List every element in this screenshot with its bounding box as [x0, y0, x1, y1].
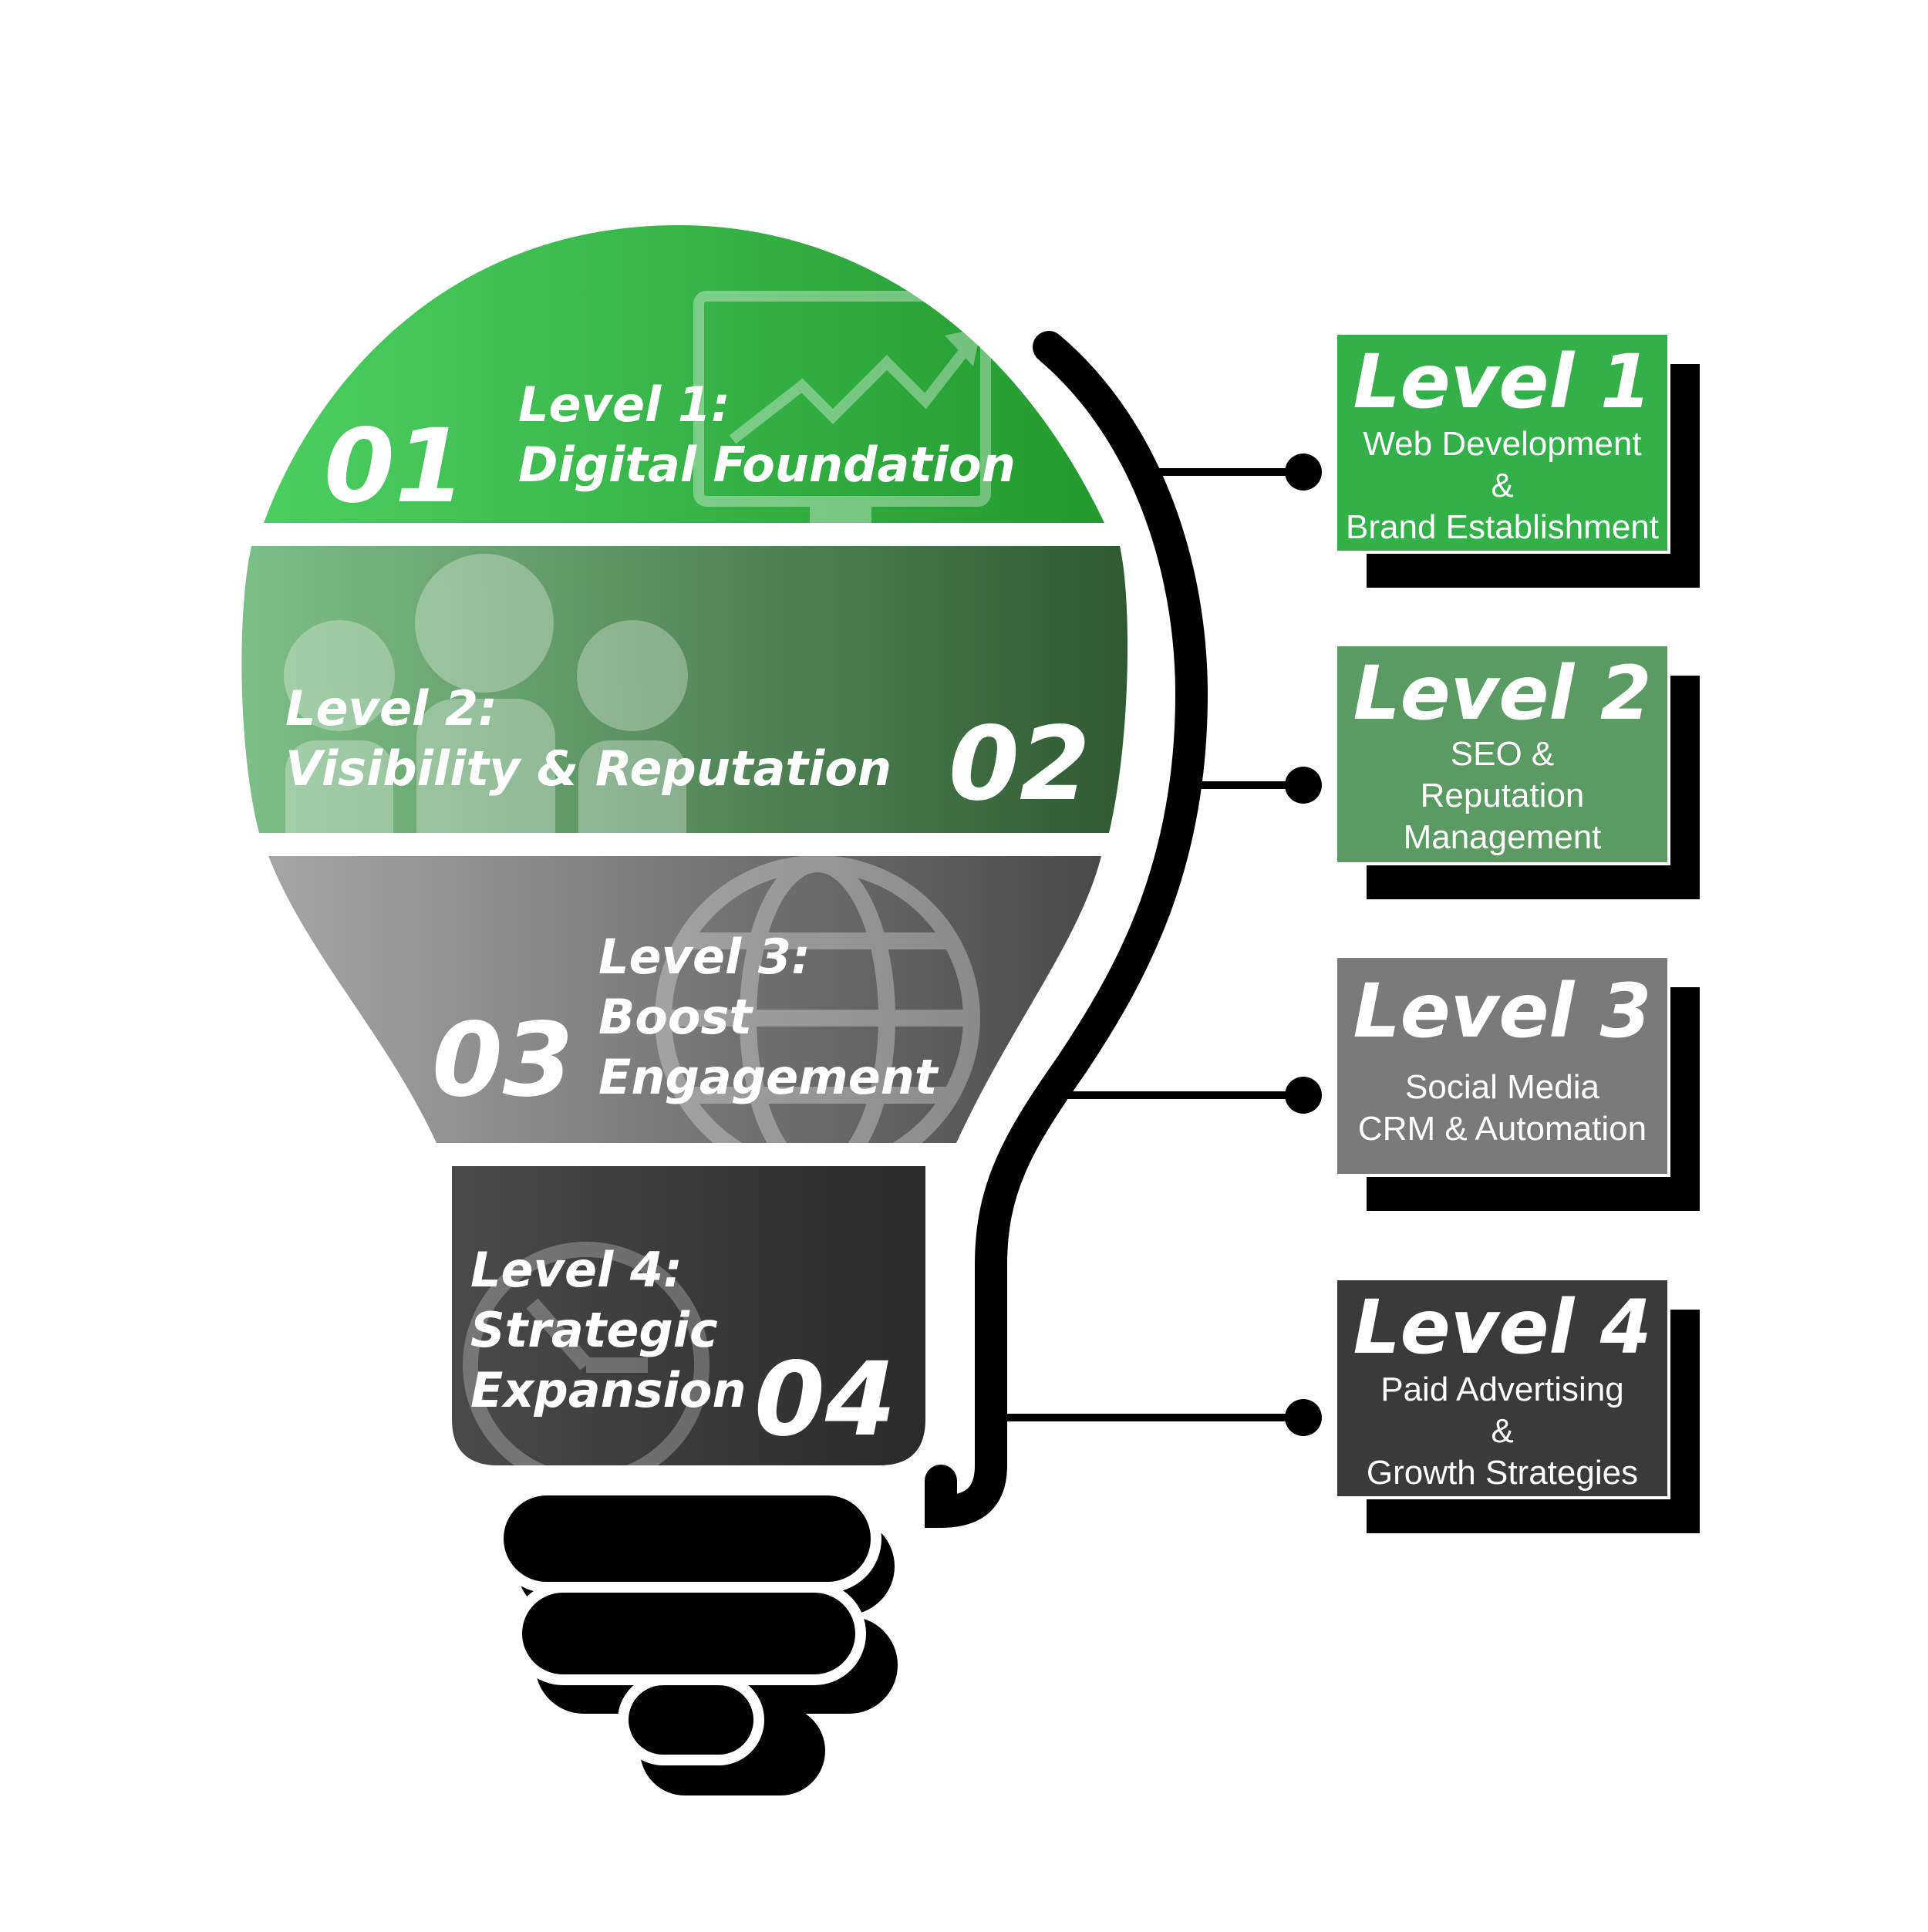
card-3-title: Level 3 [1353, 968, 1651, 1054]
card-2-line2: Reputation [1421, 777, 1585, 814]
band-4-title-line3: Expansion [470, 1362, 747, 1418]
band-4-title-line2: Strategic [470, 1302, 718, 1358]
bulb-shadow [925, 331, 1208, 1529]
connectors [995, 453, 1322, 1436]
globe-icon [655, 856, 980, 1143]
people-icon [284, 554, 688, 833]
bulb-base [493, 1485, 898, 1795]
band-2-title-line1: Level 2: [285, 680, 497, 737]
band-3: Level 3: Boost Engagement 03 [268, 856, 1101, 1143]
card-4-line2: & [1491, 1412, 1513, 1450]
card-1-line1: Web Development [1363, 425, 1641, 463]
card-2: Level 2 SEO & Reputation Management [1334, 643, 1700, 899]
card-3-line2: CRM & Automation [1358, 1110, 1647, 1148]
band-2-title-line2: Visibility & Reputation [285, 740, 892, 797]
clock-icon [463, 1242, 710, 1489]
card-4: Level 4 Paid Advertising & Growth Strate… [1334, 1277, 1700, 1533]
band-1: 01 Level 1: Digital Foundation [264, 224, 1104, 526]
card-2-line3: Management [1404, 818, 1602, 856]
card-3-line1: Social Media [1405, 1068, 1599, 1106]
band-1-title-line1: Level 1: [518, 376, 730, 433]
band-3-title-line1: Level 3: [598, 929, 811, 985]
card-1-line2: & [1491, 467, 1513, 504]
band-3-title-line2: Boost [598, 989, 753, 1045]
card-4-title: Level 4 [1353, 1284, 1651, 1371]
band-4-number: 04 [754, 1340, 896, 1459]
band-1-number: 01 [324, 407, 466, 526]
band-4: Level 4: Strategic Expansion 04 [452, 1166, 925, 1489]
card-4-line1: Paid Advertising [1380, 1371, 1624, 1408]
card-2-line1: SEO & [1451, 735, 1555, 773]
card-2-title: Level 2 [1353, 650, 1651, 737]
band-2-number: 02 [949, 705, 1090, 824]
band-4-title-line1: Level 4: [470, 1242, 683, 1298]
band-3-title-line3: Engagement [598, 1049, 939, 1105]
band-3-number: 03 [432, 1001, 574, 1120]
card-1-title: Level 1 [1353, 339, 1651, 425]
card-1: Level 1 Web Development & Brand Establis… [1334, 332, 1700, 588]
band-2: Level 2: Visibility & Reputation 02 [241, 546, 1128, 833]
monitor-chart-icon [693, 291, 991, 523]
card-3: Level 3 Social Media CRM & Automation [1334, 955, 1700, 1211]
band-1-title-line2: Digital Foundation [518, 437, 1016, 493]
card-4-line3: Growth Strategies [1367, 1454, 1638, 1492]
card-1-line3: Brand Establishment [1346, 508, 1659, 546]
